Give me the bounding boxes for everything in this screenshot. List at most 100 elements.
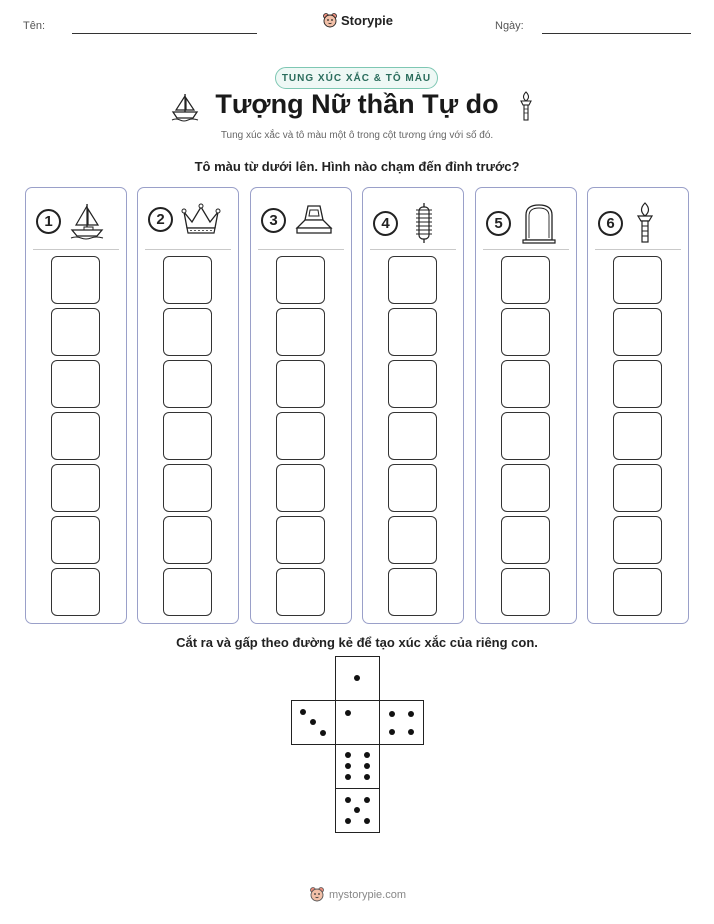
column-number: 4 — [373, 210, 398, 236]
statue-base-icon — [295, 205, 333, 234]
color-box[interactable] — [613, 360, 662, 408]
column-number: 5 — [486, 210, 511, 236]
date-line[interactable] — [542, 33, 691, 34]
die-pip — [354, 675, 360, 681]
die-pip — [389, 711, 395, 717]
storypie-mascot-icon — [323, 13, 337, 28]
die-pip — [310, 719, 316, 725]
color-box[interactable] — [276, 256, 325, 304]
color-box[interactable] — [163, 464, 212, 512]
column-4: 4 — [362, 187, 464, 624]
die-pip — [345, 797, 351, 803]
color-box[interactable] — [501, 516, 550, 564]
name-line[interactable] — [72, 33, 257, 34]
die-pip — [408, 711, 414, 717]
color-box[interactable] — [388, 464, 437, 512]
color-box[interactable] — [276, 360, 325, 408]
instruction: Tô màu từ dưới lên. Hình nào chạm đến đỉ… — [194, 159, 520, 174]
column-3: 3 — [250, 187, 352, 624]
color-box[interactable] — [388, 568, 437, 616]
activity-badge: TUNG XÚC XẮC & TÔ MÀU — [275, 67, 438, 89]
column-divider — [145, 249, 231, 250]
footer-url[interactable]: mystorypie.com — [329, 888, 407, 901]
die-face-3 — [291, 700, 336, 745]
die-face-1 — [335, 656, 380, 701]
color-box[interactable] — [388, 308, 437, 356]
color-box[interactable] — [51, 568, 100, 616]
die-pip — [408, 729, 414, 735]
color-box[interactable] — [613, 412, 662, 460]
color-box[interactable] — [388, 412, 437, 460]
die-pip — [364, 763, 370, 769]
torch-icon — [636, 202, 654, 243]
column-number: 6 — [598, 210, 623, 236]
color-box[interactable] — [388, 360, 437, 408]
date-label: Ngày: — [495, 20, 524, 32]
subtitle: Tung xúc xắc và tô màu một ô trong cột t… — [220, 130, 494, 141]
sailboat-icon — [171, 93, 199, 122]
color-box[interactable] — [501, 464, 550, 512]
die-pip — [345, 774, 351, 780]
column-divider — [370, 249, 456, 250]
column-divider — [595, 249, 681, 250]
color-box[interactable] — [613, 308, 662, 356]
color-box[interactable] — [163, 256, 212, 304]
page-title: Tượng Nữ thần Tự do — [215, 89, 499, 119]
color-box[interactable] — [51, 516, 100, 564]
torch-icon — [520, 91, 532, 121]
die-pip — [345, 752, 351, 758]
die-pip — [345, 818, 351, 824]
column-divider — [258, 249, 344, 250]
color-box[interactable] — [388, 256, 437, 304]
color-box[interactable] — [276, 516, 325, 564]
color-box[interactable] — [276, 464, 325, 512]
die-pip — [300, 709, 306, 715]
column-2: 2 — [137, 187, 239, 624]
color-box[interactable] — [276, 308, 325, 356]
color-box[interactable] — [501, 308, 550, 356]
name-label: Tên: — [23, 20, 46, 32]
footer: mystorypie.com — [309, 886, 406, 903]
color-box[interactable] — [163, 412, 212, 460]
die-pip — [364, 774, 370, 780]
color-box[interactable] — [501, 256, 550, 304]
column-5: 5 — [475, 187, 577, 624]
color-box[interactable] — [501, 360, 550, 408]
color-box[interactable] — [163, 360, 212, 408]
color-box[interactable] — [501, 412, 550, 460]
die-pip — [364, 752, 370, 758]
color-box[interactable] — [51, 464, 100, 512]
sailboat-icon — [70, 203, 104, 240]
color-box[interactable] — [276, 412, 325, 460]
color-box[interactable] — [388, 516, 437, 564]
column-1: 1 — [25, 187, 127, 624]
color-box[interactable] — [613, 464, 662, 512]
die-face-6 — [335, 744, 380, 789]
color-box[interactable] — [163, 516, 212, 564]
brand-name: Storypie — [341, 13, 394, 28]
die-pip — [364, 797, 370, 803]
column-divider — [33, 249, 119, 250]
crown-icon — [181, 203, 221, 234]
die-pip — [345, 763, 351, 769]
tablet-icon — [522, 204, 556, 244]
color-box[interactable] — [51, 256, 100, 304]
column-divider — [483, 249, 569, 250]
color-box[interactable] — [276, 568, 325, 616]
die-face-1 — [335, 700, 380, 745]
color-box[interactable] — [163, 308, 212, 356]
color-box[interactable] — [613, 516, 662, 564]
stone-column-icon — [416, 203, 432, 243]
color-box[interactable] — [51, 360, 100, 408]
color-box[interactable] — [501, 568, 550, 616]
color-box[interactable] — [51, 412, 100, 460]
die-face-5 — [335, 788, 380, 833]
color-box[interactable] — [613, 568, 662, 616]
die-pip — [354, 807, 360, 813]
color-box[interactable] — [163, 568, 212, 616]
brand-logo: Storypie — [322, 12, 393, 29]
storypie-mascot-icon — [310, 887, 324, 902]
color-box[interactable] — [51, 308, 100, 356]
die-face-4 — [379, 700, 424, 745]
color-box[interactable] — [613, 256, 662, 304]
